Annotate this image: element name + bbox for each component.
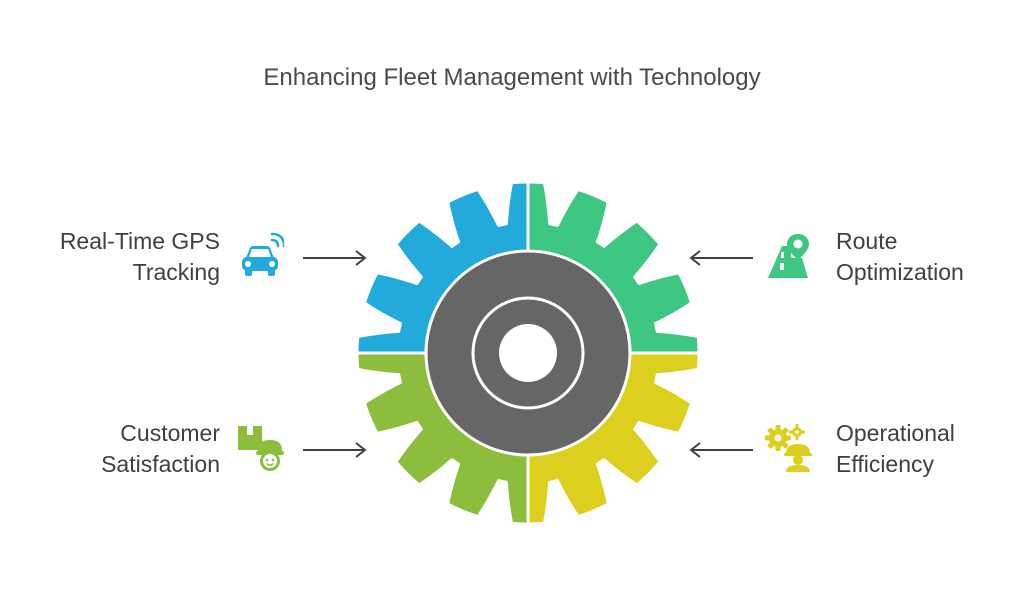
- arrow-route-optimization: [689, 250, 753, 266]
- label-line: Efficiency: [836, 451, 935, 477]
- arrow-customer-satisfaction: [303, 442, 367, 458]
- label-customer-satisfaction: Customer Satisfaction: [20, 418, 220, 480]
- connected-car-icon: [242, 232, 284, 276]
- hub-ring: [471, 296, 585, 410]
- label-gps-tracking: Real-Time GPS Tracking: [20, 226, 220, 288]
- courier-package-icon: [238, 426, 284, 471]
- hub-hole: [499, 324, 557, 382]
- label-line: Real-Time GPS: [59, 228, 220, 254]
- label-line: Operational: [836, 420, 955, 446]
- label-line: Satisfaction: [101, 451, 220, 477]
- label-line: Customer: [120, 420, 220, 446]
- label-route-optimization: Route Optimization: [836, 226, 1016, 288]
- route-pin-icon: [768, 234, 809, 278]
- diagram-title: Enhancing Fleet Management with Technolo…: [263, 64, 761, 91]
- label-line: Tracking: [132, 259, 220, 285]
- gears-worker-icon: [765, 424, 812, 472]
- arrow-gps-tracking: [303, 250, 367, 266]
- label-operational-efficiency: Operational Efficiency: [836, 418, 1016, 480]
- arrow-operational-efficiency: [689, 442, 753, 458]
- label-line: Optimization: [836, 259, 964, 285]
- label-line: Route: [836, 228, 898, 254]
